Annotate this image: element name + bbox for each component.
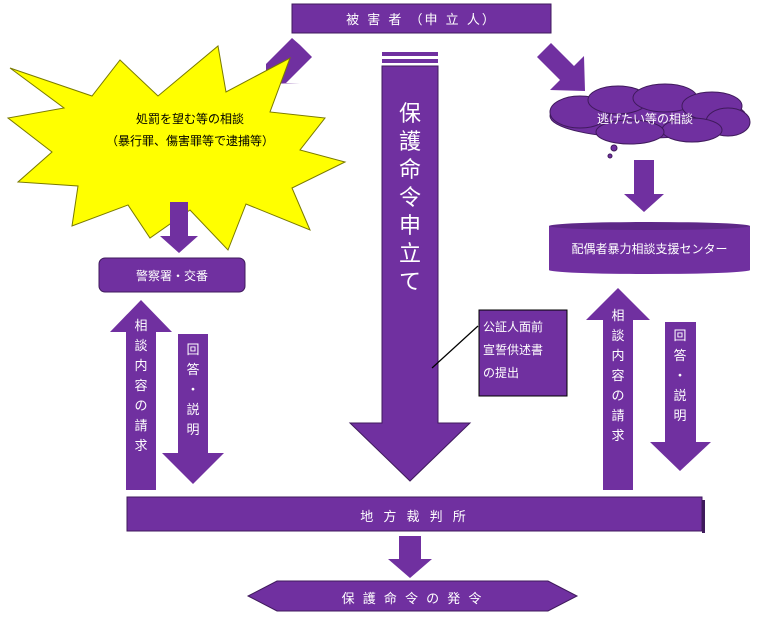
vertical-char: て — [398, 270, 421, 295]
arrow-to-issuance — [388, 536, 432, 578]
notary-line3: の提出 — [483, 366, 520, 380]
arrow-to-escape-consult — [537, 43, 585, 91]
vertical-char: 回 — [673, 329, 687, 344]
court-box — [126, 496, 703, 532]
notary-line2: 宣誓供述書 — [483, 343, 544, 357]
vertical-char: の — [134, 399, 148, 414]
vertical-char: 容 — [611, 369, 625, 384]
police-label: 警察署・交番 — [135, 269, 208, 283]
vertical-char: 答 — [186, 363, 200, 378]
police-box — [98, 257, 246, 293]
vertical-char: 説 — [673, 389, 687, 404]
vertical-char: 求 — [611, 429, 625, 444]
petition-top-line-1 — [382, 52, 438, 56]
vertical-char: 説 — [186, 403, 200, 418]
victim-label: 被 害 者 （申 立 人） — [346, 13, 497, 28]
police-consult-line1: 処罰を望む等の相談 — [135, 112, 244, 126]
vertical-char: 回 — [186, 343, 200, 358]
police-consult-burst — [6, 45, 347, 251]
vertical-char: ・ — [673, 369, 687, 384]
left-request-arrow — [110, 300, 172, 490]
right-answer-arrow — [650, 322, 711, 471]
vertical-char: 請 — [611, 409, 625, 424]
victim-box — [291, 3, 552, 34]
notary-line1: 公証人面前 — [483, 320, 544, 334]
vertical-char: 申 — [398, 214, 421, 239]
vertical-char: 談 — [611, 329, 625, 344]
petition-label: 保護命令申立て — [395, 104, 425, 300]
right-answer-label: 回答・説明 — [670, 330, 690, 430]
police-consult-line2: （暴行罪、傷害罪等で逮捕等） — [105, 134, 274, 148]
left-answer-arrow — [162, 334, 224, 484]
arrow-to-police — [160, 202, 198, 253]
center-label: 配偶者暴力相談支援センター — [571, 242, 728, 256]
vertical-char: 明 — [673, 409, 687, 424]
court-shadow — [702, 500, 705, 533]
escape-consult-cloud — [549, 83, 751, 159]
right-request-arrow — [586, 288, 650, 490]
vertical-char: 護 — [398, 130, 421, 155]
vertical-char: 談 — [134, 339, 148, 354]
vertical-char: 相 — [611, 309, 625, 324]
escape-consult-label: 逃げたい等の相談 — [596, 112, 693, 126]
vertical-char: 明 — [186, 423, 200, 438]
arrow-to-center — [624, 160, 664, 212]
vertical-char: 求 — [134, 439, 148, 454]
vertical-char: 保 — [398, 102, 421, 127]
vertical-char: 立 — [398, 242, 421, 267]
vertical-char: 請 — [134, 419, 148, 434]
left-answer-label: 回答・説明 — [183, 344, 203, 444]
vertical-char: 内 — [134, 359, 148, 374]
vertical-char: の — [611, 389, 625, 404]
vertical-char: 内 — [611, 349, 625, 364]
vertical-char: 相 — [134, 319, 148, 334]
vertical-char: 命 — [398, 158, 421, 183]
notary-box — [478, 309, 568, 397]
vertical-char: 容 — [134, 379, 148, 394]
issuance-hexagon — [246, 580, 579, 612]
court-label: 地 方 裁 判 所 — [360, 510, 469, 525]
vertical-char: ・ — [186, 383, 200, 398]
petition-top-line-2 — [382, 59, 438, 63]
left-request-label: 相談内容の請求 — [131, 320, 151, 460]
center-cylinder — [549, 222, 750, 274]
issuance-label: 保 護 命 令 の 発 令 — [341, 592, 484, 607]
right-request-label: 相談内容の請求 — [608, 310, 628, 450]
vertical-char: 答 — [673, 349, 687, 364]
notary-callout-line — [431, 325, 479, 369]
petition-arrow — [348, 65, 472, 482]
vertical-char: 令 — [398, 186, 421, 211]
